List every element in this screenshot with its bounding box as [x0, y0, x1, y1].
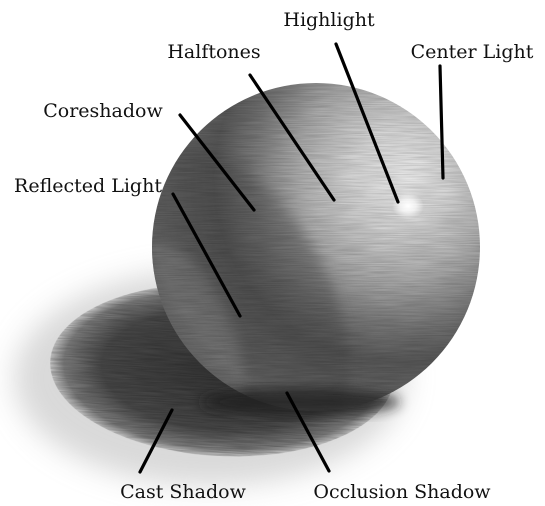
- label-highlight: Highlight: [283, 9, 375, 31]
- label-reflected-light: Reflected Light: [14, 175, 162, 197]
- label-cast-shadow: Cast Shadow: [120, 481, 246, 503]
- label-occlusion-shadow: Occlusion Shadow: [313, 481, 491, 503]
- label-center-light: Center Light: [411, 41, 534, 63]
- label-halftones: Halftones: [167, 41, 260, 63]
- label-coreshadow: Coreshadow: [43, 100, 163, 122]
